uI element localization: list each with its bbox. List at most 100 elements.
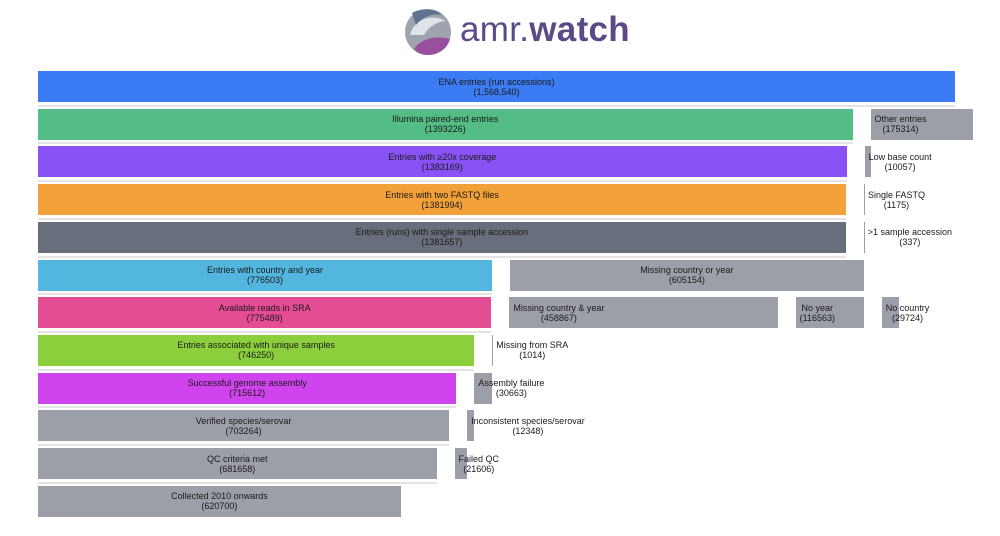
level-6-connector <box>38 293 492 296</box>
level-8-drop-0: Assembly failure(30663) <box>474 372 544 404</box>
level-7-connector <box>38 330 492 333</box>
level-9-connector <box>38 406 457 409</box>
level-11-bar-label: Collected 2010 onwards(620700) <box>171 491 268 511</box>
level-4-bar-label: Entries (runs) with single sample access… <box>356 227 529 247</box>
level-3-bar-count: (1381994) <box>421 199 463 210</box>
level-2-bar: Entries with ≥20x coverage(1383169) <box>38 146 847 178</box>
level-9-bar: Verified species/serovar(703264) <box>38 410 450 442</box>
level-6-drop-1: No year(116563) <box>795 297 864 329</box>
level-7-bar-text: Entries associated with unique samples <box>177 340 335 351</box>
level-11-bar-text: Collected 2010 onwards <box>171 491 268 502</box>
level-3-drop-0-label: Single FASTQ(1175) <box>864 190 925 210</box>
level-2-drop-0-count: (10057) <box>884 161 916 172</box>
level-6-drop-2: No country(29724) <box>881 297 929 329</box>
level-6-drop-2-count: (29724) <box>892 312 924 323</box>
level-6-drop-0: Missing country & year(458867) <box>509 297 778 329</box>
level-6-bar-text: Available reads in SRA <box>218 302 311 313</box>
level-7-drop-0-label: Missing from SRA(1014) <box>492 340 568 360</box>
brand-name-part1: amr. <box>460 10 530 49</box>
level-11-connector <box>38 481 437 484</box>
level-9-drop-0-text: Inconsistent species/serovar <box>471 415 585 426</box>
level-3-drop-0: Single FASTQ(1175) <box>863 184 925 216</box>
level-6-bar: Available reads in SRA(775489) <box>38 297 492 329</box>
level-1-drop-0-text: Other entries <box>874 114 927 125</box>
level-7-bar: Entries associated with unique samples(7… <box>38 334 475 366</box>
level-2-bar-label: Entries with ≥20x coverage(1383169) <box>388 152 496 172</box>
level-1-bar-count: (1393226) <box>424 124 466 135</box>
level-9-drop-0-count: (12348) <box>512 425 544 436</box>
level-4-bar: Entries (runs) with single sample access… <box>38 221 846 253</box>
level-3-bar-text: Entries with two FASTQ files <box>385 189 499 200</box>
level-2-drop-0-label: Low base count(10057) <box>865 152 932 172</box>
level-9-bar-label: Verified species/serovar(703264) <box>196 416 292 436</box>
amr-watch-logo-icon <box>405 9 451 55</box>
level-6-drop-2-label: No country(29724) <box>882 303 930 323</box>
level-4-drop-0-count: (337) <box>899 237 921 248</box>
level-5-bar-text: Entries with country and year <box>206 265 323 275</box>
level-10-bar-text: QC criteria met <box>206 453 268 464</box>
level-9-drop-0-label: Inconsistent species/serovar(12348) <box>467 416 585 436</box>
level-0-bar-count: (1,568,540) <box>473 86 520 97</box>
brand-name-part2: watch <box>529 10 630 49</box>
level-10-drop-0-text: Failed QC <box>458 453 500 464</box>
level-5-bar: Entries with country and year(776503) <box>38 259 492 291</box>
level-6-drop-0-text: Missing country & year <box>513 302 605 313</box>
level-3-drop-0-text: Single FASTQ <box>867 189 925 200</box>
level-4-drop-0-label: >1 sample accession(337) <box>864 227 952 247</box>
level-1-bar-label: Illumina paired-end entries(1393226) <box>392 114 498 134</box>
level-6-drop-1-label: No year(116563) <box>796 303 835 323</box>
level-1-bar: Illumina paired-end entries(1393226) <box>38 108 853 140</box>
level-6-bar-count: (775489) <box>246 312 283 323</box>
level-2-bar-text: Entries with ≥20x coverage <box>388 151 497 162</box>
level-1-connector <box>38 104 955 107</box>
level-8-bar-count: (715612) <box>229 388 266 399</box>
level-6-drop-2-text: No country <box>885 302 930 313</box>
level-4-connector <box>38 217 846 220</box>
level-6-drop-0-count: (458867) <box>540 312 577 323</box>
level-10-bar-label: QC criteria met(681658) <box>207 454 268 474</box>
amr-watch-wordmark: amr.watch <box>460 10 630 50</box>
level-1-drop-0-count: (175314) <box>882 124 919 135</box>
level-0-bar-label: ENA entries (run accessions)(1,568,540) <box>438 77 554 97</box>
level-2-bar-count: (1383169) <box>421 161 463 172</box>
level-10-bar: QC criteria met(681658) <box>38 448 437 479</box>
level-3-drop-0-count: (1175) <box>883 199 910 210</box>
level-7-bar-label: Entries associated with unique samples(7… <box>177 340 335 360</box>
level-4-drop-0: >1 sample accession(337) <box>863 221 952 253</box>
level-3-bar-label: Entries with two FASTQ files(1381994) <box>385 190 499 210</box>
level-6-bar-label: Available reads in SRA(775489) <box>219 303 311 323</box>
level-10-connector <box>38 444 450 446</box>
level-5-bar-count: (776503) <box>246 275 283 285</box>
level-5-drop-0-count: (605154) <box>668 275 705 285</box>
level-6-drop-1-text: No year <box>801 302 834 313</box>
level-7-drop-0: Missing from SRA(1014) <box>492 334 568 366</box>
level-0-bar: ENA entries (run accessions)(1,568,540) <box>38 71 955 102</box>
level-2-drop-0-text: Low base count <box>868 151 932 162</box>
level-9-bar-count: (703264) <box>225 425 262 436</box>
level-9-drop-0: Inconsistent species/serovar(12348) <box>467 410 585 442</box>
level-5-bar-label: Entries with country and year(776503) <box>207 265 323 285</box>
level-4-drop-0-text: >1 sample accession <box>867 227 953 238</box>
level-7-drop-0-count: (1014) <box>519 350 546 361</box>
level-10-bar-count: (681658) <box>219 463 256 474</box>
level-10-drop-0-label: Failed QC(21606) <box>455 454 500 474</box>
level-7-bar-count: (746250) <box>238 350 275 361</box>
level-9-bar-text: Verified species/serovar <box>195 415 292 426</box>
level-4-bar-count: (1381657) <box>421 237 463 248</box>
level-5-drop-0-text: Missing country or year <box>640 265 734 275</box>
level-1-drop-0: Other entries(175314) <box>870 108 973 140</box>
level-5-connector <box>38 255 846 258</box>
level-5-drop-0: Missing country or year(605154) <box>509 259 864 291</box>
level-2-connector <box>38 142 853 145</box>
level-5-drop-0-label: Missing country or year(605154) <box>640 265 733 285</box>
level-10-drop-0-count: (21606) <box>463 463 495 474</box>
level-8-bar-text: Successful genome assembly <box>187 378 307 389</box>
amr-watch-logo: amr.watch <box>402 5 630 59</box>
level-1-drop-0-label: Other entries(175314) <box>871 114 927 134</box>
level-7-drop-0-text: Missing from SRA <box>496 340 569 351</box>
level-4-bar-text: Entries (runs) with single sample access… <box>355 227 529 238</box>
level-8-drop-0-label: Assembly failure(30663) <box>474 378 544 398</box>
level-6-drop-0-label: Missing country & year(458867) <box>509 303 604 323</box>
level-10-drop-0: Failed QC(21606) <box>454 448 499 479</box>
